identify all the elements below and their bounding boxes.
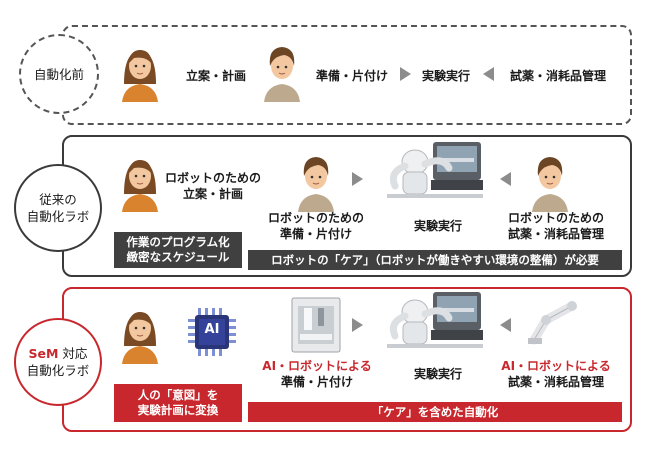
researcher-woman-icon: [121, 159, 159, 213]
row3-exp-label: 実験実行: [413, 367, 462, 381]
researcher-woman-icon: [121, 49, 159, 103]
ai-chip-label: AI: [204, 322, 220, 337]
row2-plan-line1: ロボットのための: [164, 171, 261, 185]
tag-conventional-lab: 従来の 自動化ラボ: [14, 164, 102, 252]
row1-supplies-label: 試薬・消耗品管理: [509, 69, 606, 83]
arrow-left-icon: [500, 318, 511, 332]
row2-prep-label: ロボットのための 準備・片付け: [260, 210, 372, 242]
row3-care-bar: 「ケア」を含めた自動化: [248, 402, 622, 422]
row2-care-bar: ロボットの「ケア」（ロボットが働きやすい環境の整備）が必要: [248, 250, 622, 270]
row3-box-line1: 人の「意図」を: [137, 388, 219, 402]
row3-prep-line2: 準備・片付け: [280, 375, 353, 389]
arrow-right-icon: [352, 172, 363, 186]
tag-sem-rest: 対応: [58, 346, 88, 361]
arrow-right-icon: [400, 67, 411, 81]
row1-plan-label: 立案・計画: [185, 69, 246, 83]
row2-prep-line1: ロボットのための: [267, 211, 364, 225]
researcher-man-icon: [297, 156, 335, 212]
row3-supplies-label: AI・ロボットによる 試薬・消耗品管理: [488, 358, 624, 390]
row2-supplies-label: ロボットのための 試薬・消耗品管理: [494, 210, 618, 242]
researcher-woman-icon: [121, 311, 159, 365]
row1-exp-label: 実験実行: [421, 69, 470, 83]
tag-conventional-line2: 自動化ラボ: [26, 209, 90, 224]
tag-before-text: 自動化前: [33, 66, 84, 82]
row2-plan-label: ロボットのための 立案・計画: [160, 170, 266, 202]
ai-chip-icon: [188, 308, 236, 356]
robot-arm-icon: [528, 301, 577, 345]
researcher-man-icon: [263, 46, 301, 102]
tag-sem-line2: 自動化ラボ: [26, 363, 90, 378]
robot-workstation-icon: [385, 142, 485, 200]
row3-prep-line1: AI・ロボットによる: [262, 359, 372, 373]
row2-box-line2: 緻密なスケジュール: [126, 250, 230, 264]
tag-before-automation: 自動化前: [19, 34, 99, 114]
arrow-left-icon: [483, 67, 494, 81]
arrow-right-icon: [352, 318, 363, 332]
row3-box-line2: 実験計画に変換: [137, 403, 219, 417]
row2-supplies-line2: 試薬・消耗品管理: [507, 227, 604, 241]
row3-intent-box: 人の「意図」を 実験計画に変換: [114, 384, 242, 422]
row2-box-line1: 作業のプログラム化: [126, 235, 230, 249]
tag-sem-lab: SeM 対応 自動化ラボ: [14, 318, 102, 406]
robot-workstation-icon: [385, 292, 485, 350]
row2-plan-line2: 立案・計画: [182, 187, 243, 201]
row1-prep-label: 準備・片付け: [315, 69, 388, 83]
researcher-man-icon: [531, 156, 569, 212]
row2-exp-label: 実験実行: [413, 219, 462, 233]
row3-supplies-line2: 試薬・消耗品管理: [507, 375, 604, 389]
lab-automation-device-icon: [291, 297, 341, 353]
row3-prep-label: AI・ロボットによる 準備・片付け: [254, 358, 380, 390]
row3-supplies-line1: AI・ロボットによる: [501, 359, 611, 373]
row2-supplies-line1: ロボットのための: [507, 211, 604, 225]
row2-prep-line2: 準備・片付け: [279, 227, 352, 241]
tag-conventional-line1: 従来の: [39, 192, 77, 207]
tag-sem-brand: SeM: [28, 346, 59, 361]
arrow-left-icon: [500, 172, 511, 186]
row2-programming-box: 作業のプログラム化 緻密なスケジュール: [114, 232, 242, 268]
